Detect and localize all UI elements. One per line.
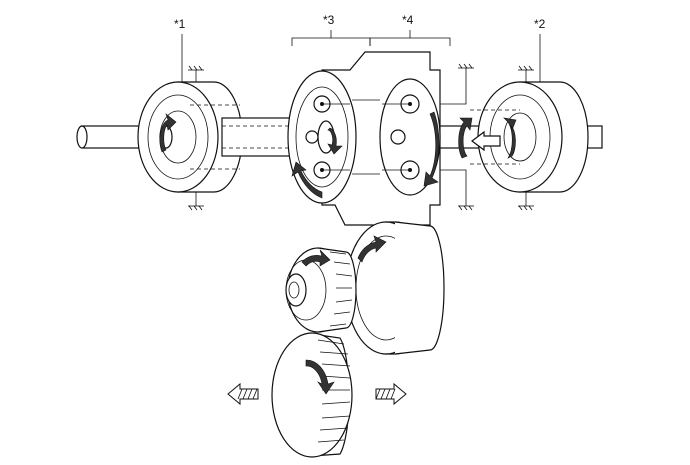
curved-arrow-icon [357, 235, 387, 263]
curved-arrow-icon [305, 359, 335, 395]
curved-arrow-icon [423, 111, 440, 187]
counter-driven-gear [285, 247, 357, 333]
brake-link-lower [440, 169, 467, 206]
counter-drive-gear [345, 221, 445, 355]
ground-icon [458, 63, 474, 69]
brake-drum-left [137, 70, 243, 206]
brake-link-upper [440, 68, 467, 105]
ground-icon [518, 205, 534, 211]
curved-arrow-icon [159, 113, 177, 153]
curved-arrow-icon [503, 117, 517, 159]
output-gear [271, 332, 353, 458]
curved-arrow-icon [458, 117, 473, 159]
planet-gears-rear [379, 78, 441, 196]
hatched-left-arrow-icon [227, 382, 259, 406]
ground-icon [458, 205, 474, 211]
ground-icon [518, 65, 534, 71]
ground-icon [188, 205, 204, 211]
label-planetary-rear: *4 [402, 13, 414, 27]
curved-arrow-icon [327, 127, 343, 155]
hatched-right-arrow-icon [375, 382, 407, 406]
curved-arrow-icon [291, 161, 323, 199]
ground-icon [188, 65, 204, 71]
bracket-planetary-front [291, 37, 371, 46]
brake-drum-right [470, 70, 589, 206]
curved-arrow-icon [301, 249, 331, 267]
hollow-left-arrow-icon [471, 130, 501, 152]
label-planetary-front: *3 [323, 13, 335, 27]
label-brake-left: *1 [174, 17, 186, 31]
label-brake-right: *2 [534, 17, 546, 31]
bracket-planetary-rear [369, 37, 451, 46]
